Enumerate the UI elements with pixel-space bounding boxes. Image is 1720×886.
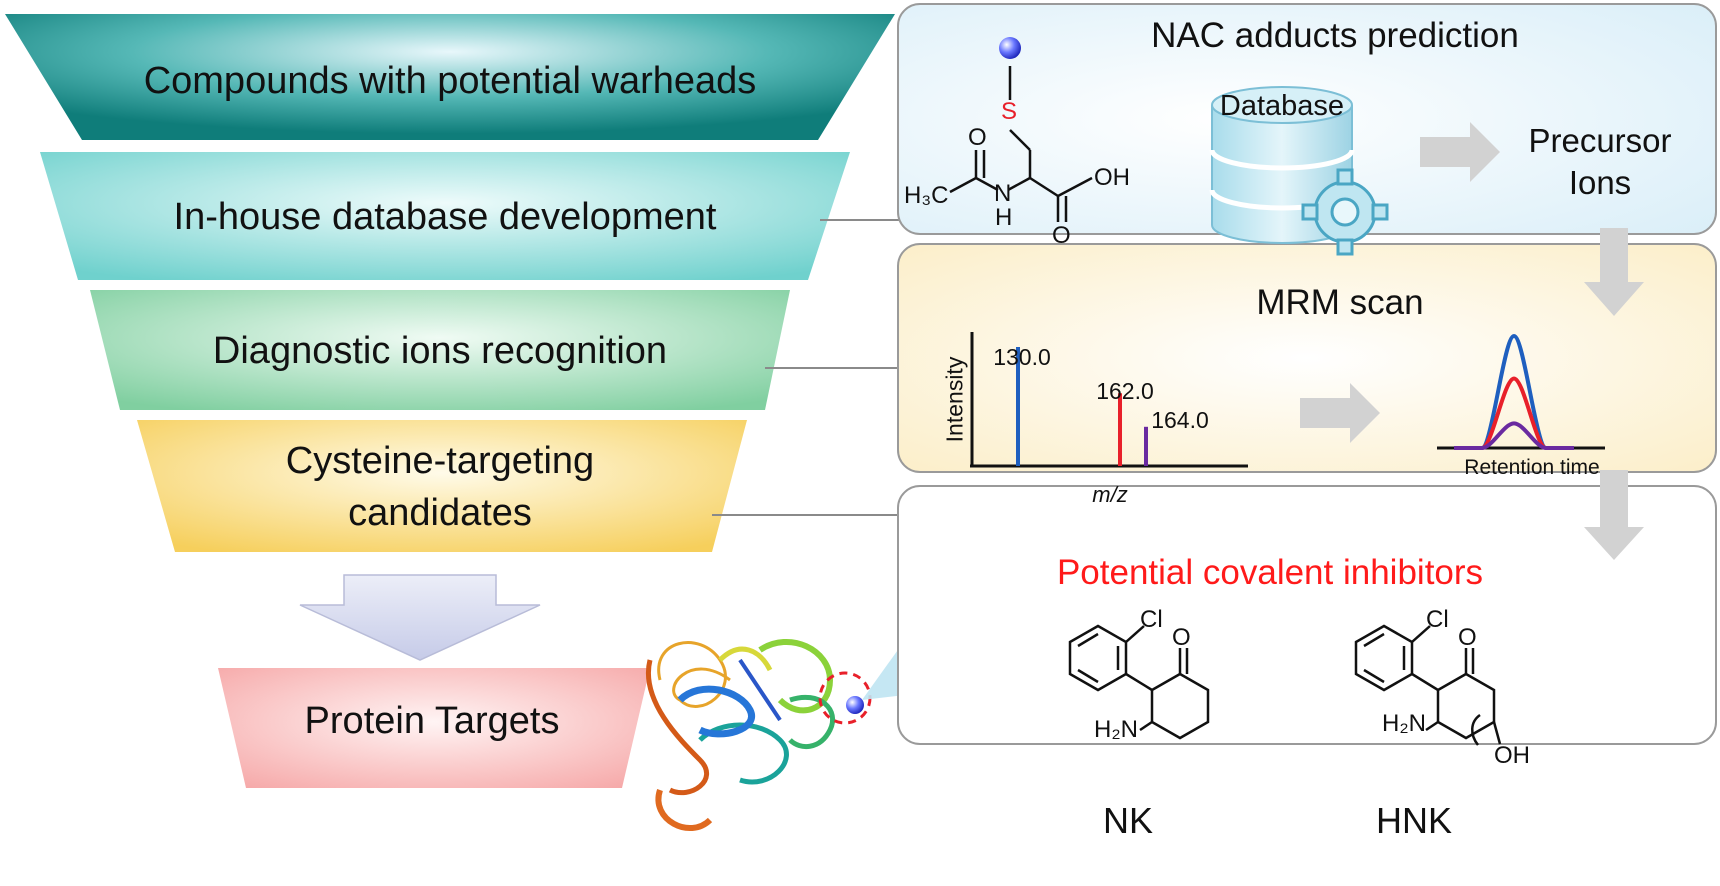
chromatogram-peak-1 [1454,333,1574,450]
chromatogram-peaks [1454,333,1574,450]
inhibitor-panel-title: Potential covalent inhibitors [1056,553,1484,592]
funnel-step-4 [137,420,747,552]
nac-ch3-group: H₃C [904,182,949,209]
down-arrow [299,574,541,661]
hnk-cl-atom: Cl [1426,606,1449,633]
mrm-panel-title: MRM scan [1256,283,1424,322]
peak-label-162: 162.0 [1096,378,1154,404]
down-arrow-small [1584,470,1644,560]
nk-cl-atom: Cl [1140,606,1163,633]
hnk-name: HNK [1375,800,1453,841]
funnel-step-3-label: Diagnostic ions recognition [212,330,668,372]
hnk-molecule [1354,624,1502,746]
panel-covalent-inhibitors [897,485,1717,745]
nac-s-atom: S [1001,98,1018,125]
nk-nh2-group: H₂N [1094,716,1138,743]
funnel-step-2-label: In-house database development [173,196,717,238]
precursor-ions-line1: Precursor [1528,122,1672,159]
nk-o-atom: O [1172,624,1191,651]
spectrum-ylabel: Intensity [941,356,968,443]
retention-time-label: Retention time [1464,456,1600,479]
chromatogram-peak-2 [1454,376,1574,450]
funnel-step-4-label-line2: candidates [348,492,532,534]
nac-h-atom: H [995,204,1013,231]
chromatogram-peak-3 [1454,421,1574,450]
funnel-step-4-label-line1: Cysteine-targeting [285,440,595,482]
funnel-step-2 [40,152,850,280]
nac-panel-title: NAC adducts prediction [1151,16,1519,55]
spectrum-bars [1016,347,1148,466]
funnel-step-1 [5,14,895,140]
nk-molecule [1068,624,1210,740]
hnk-oh-group: OH [1494,742,1530,769]
hnk-nh2-group: H₂N [1382,710,1426,737]
funnel-step-3 [90,290,790,410]
precursor-ions-line2: Ions [1568,164,1632,201]
peak-label-130: 130.0 [993,344,1051,370]
panel-mrm-scan [897,243,1717,473]
peak-label-164: 164.0 [1151,407,1209,433]
protein-structure-illustration [646,638,905,832]
nk-name: NK [1102,800,1154,841]
nac-oh-group: OH [1094,164,1130,191]
nac-n-atom: N [994,180,1012,207]
database-label: Database [1219,90,1345,122]
hnk-o-atom: O [1458,624,1477,651]
funnel-step-1-label: Compounds with potential warheads [143,60,757,102]
protein-ball [999,37,1021,59]
gear-icon [1301,168,1389,256]
nac-o2-atom: O [1052,222,1071,249]
right-arrow [1420,122,1500,182]
right-arrow [1300,383,1380,443]
protein-targets-box [218,668,650,788]
spectrum-xlabel: m/z [1092,482,1128,507]
protein-targets-label: Protein Targets [304,700,560,742]
nac-o-atom: O [968,124,987,151]
down-arrow-small [1584,228,1644,316]
nac-molecule [949,66,1093,222]
